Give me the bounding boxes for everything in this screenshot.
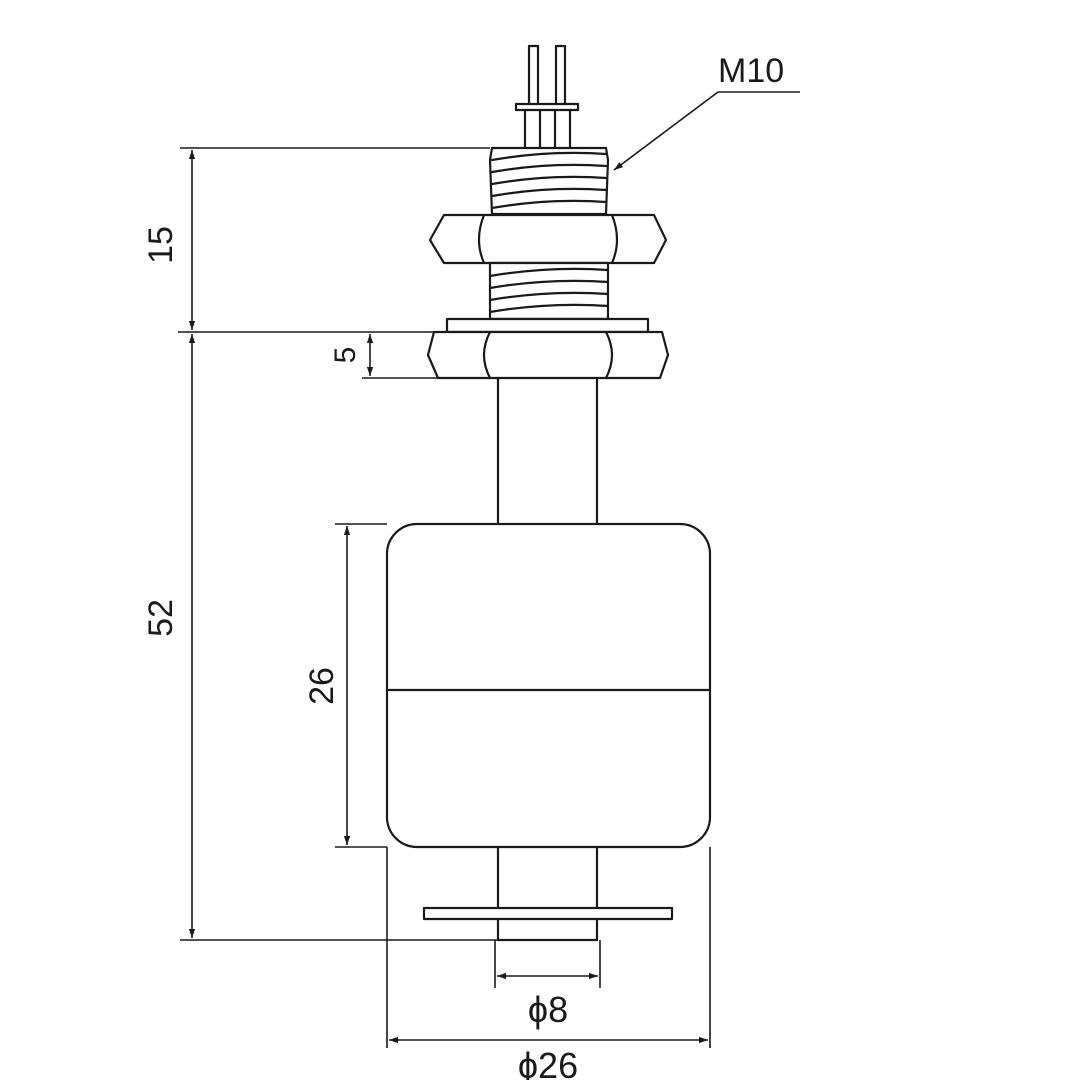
lead-wires	[514, 44, 580, 150]
lower-thread	[488, 261, 610, 321]
label-phi8: ϕ8	[528, 989, 568, 1030]
lower-hex-nut	[426, 330, 670, 380]
upper-hex-nut	[428, 213, 668, 265]
stem-lower	[496, 845, 599, 942]
label-15: 15	[142, 226, 180, 264]
label-m10: M10	[718, 52, 784, 90]
upper-thread	[488, 146, 610, 216]
stem-upper	[496, 376, 599, 526]
label-52: 52	[142, 599, 180, 637]
label-5: 5	[329, 347, 362, 364]
label-26-height: 26	[303, 667, 341, 705]
stop-ring	[422, 906, 674, 921]
washer	[445, 317, 650, 334]
label-phi26: ϕ26	[518, 1045, 578, 1080]
float-body	[385, 522, 712, 849]
dimension-lines	[178, 91, 800, 1048]
m10-leader-arrow	[613, 91, 719, 171]
